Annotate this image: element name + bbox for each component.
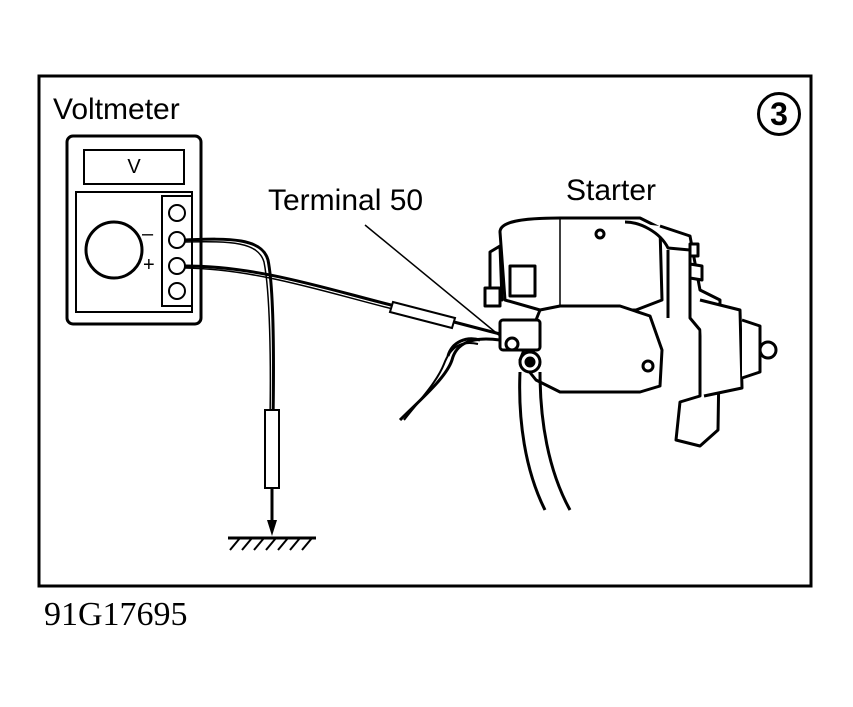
starter-motor bbox=[483, 216, 778, 448]
voltmeter bbox=[65, 134, 203, 326]
jack-negative bbox=[168, 231, 186, 249]
terminal-leader-line bbox=[364, 224, 501, 337]
terminal-50-block bbox=[498, 318, 542, 374]
negative-lead bbox=[184, 237, 280, 536]
minus-sign: – bbox=[142, 223, 154, 245]
voltmeter-display bbox=[83, 149, 185, 185]
ground-symbol bbox=[228, 536, 316, 551]
starter-label: Starter bbox=[566, 174, 657, 207]
jack-1 bbox=[168, 204, 186, 222]
positive-probe bbox=[388, 300, 457, 330]
plus-sign: + bbox=[143, 254, 155, 276]
figure-number: 3 bbox=[757, 92, 801, 136]
display-unit: V bbox=[127, 155, 141, 178]
jack-positive bbox=[168, 257, 186, 275]
figure-code: 91G17695 bbox=[44, 596, 188, 633]
selector-dial bbox=[84, 220, 144, 280]
voltmeter-label: Voltmeter bbox=[53, 93, 180, 126]
terminal-label: Terminal 50 bbox=[268, 184, 424, 217]
positive-lead bbox=[184, 264, 501, 336]
battery-cable bbox=[518, 371, 547, 511]
figure-frame bbox=[37, 74, 813, 588]
ground-probe bbox=[264, 409, 280, 489]
jack-4 bbox=[168, 282, 186, 300]
